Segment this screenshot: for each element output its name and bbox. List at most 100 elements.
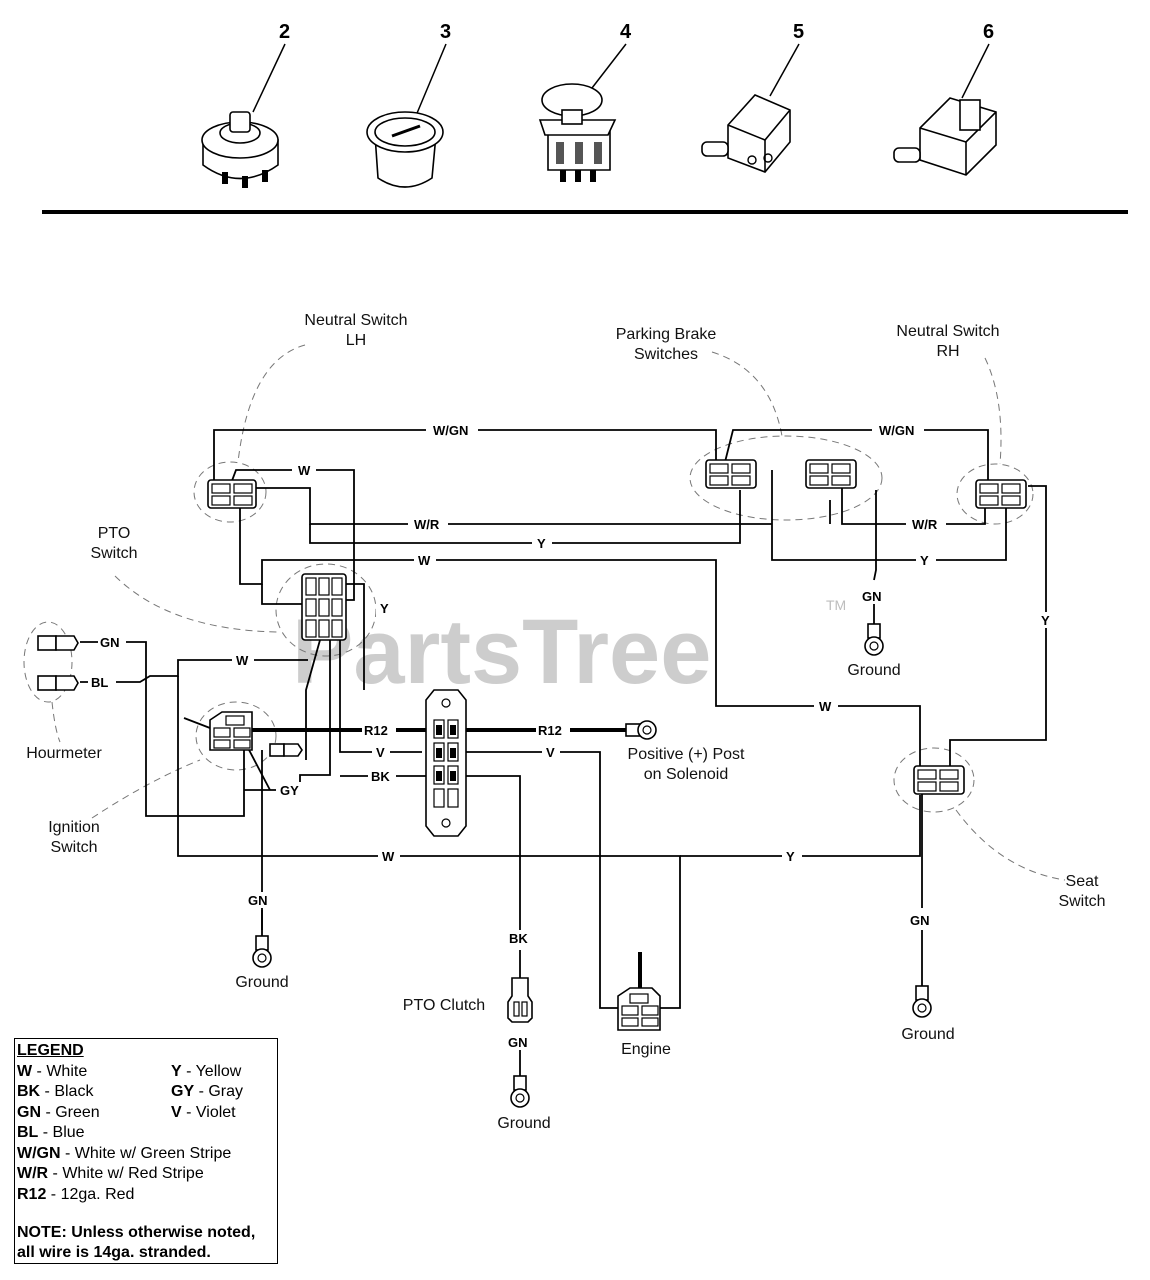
plunger-switch-icon: [701, 94, 791, 173]
part-2: 2: [201, 21, 290, 188]
callout-neutral-lh: [193, 461, 267, 523]
label-ground: Ground: [901, 1026, 954, 1043]
part-4: 4: [538, 21, 632, 182]
label-ignition-2: Switch: [50, 839, 97, 856]
label-positive-post: Positive (+) Post: [628, 746, 745, 763]
part-3-number: 3: [440, 21, 451, 43]
label-ignition: Ignition: [48, 819, 100, 836]
legend-code: BL: [17, 1124, 39, 1141]
wire-label-w: W: [298, 463, 311, 478]
callout-parking-brake: [689, 435, 883, 521]
wire-label-y: Y: [1041, 613, 1050, 628]
callout-neutral-rh: [956, 463, 1034, 525]
legend-desc: - Gray: [194, 1083, 244, 1100]
legend-desc: - Black: [40, 1083, 94, 1100]
wire-labels: W/GN W/GN W W/R W/R Y W Y Y Y GN GN BL W…: [88, 422, 1056, 1050]
connector-pto-switch: [301, 573, 347, 641]
legend-desc: - Yellow: [181, 1062, 242, 1080]
label-hourmeter: Hourmeter: [26, 745, 102, 762]
legend-note-line: all wire is 14ga. stranded.: [17, 1244, 211, 1261]
label-neutral-lh: Neutral Switch: [304, 312, 407, 329]
legend: LEGEND W - White Y - Yellow BK - Black G…: [14, 1038, 278, 1264]
label-ground: Ground: [235, 974, 288, 991]
connector-engine: [617, 987, 661, 1031]
wire-label-v: V: [376, 745, 385, 760]
part-5-number: 5: [793, 21, 804, 43]
legend-row: W/GN - White w/ Green Stripe: [17, 1144, 277, 1165]
legend-desc: - White: [32, 1062, 88, 1080]
legend-desc: - White w/ Red Stripe: [48, 1165, 204, 1182]
part-6: 6: [893, 21, 997, 176]
legend-desc: - White w/ Green Stripe: [60, 1144, 232, 1162]
part-2-number: 2: [279, 21, 290, 43]
label-neutral-rh-2: RH: [936, 343, 959, 360]
label-pto-switch-2: Switch: [90, 545, 137, 562]
label-seat-switch: Seat: [1066, 873, 1099, 890]
legend-code: V: [171, 1103, 182, 1121]
wire-label-wr: W/R: [912, 517, 938, 532]
wire-label-y: Y: [537, 536, 546, 551]
legend-row: BL - Blue: [17, 1123, 277, 1144]
wire-label-wr: W/R: [414, 517, 440, 532]
label-seat-switch-2: Switch: [1058, 893, 1105, 910]
wire-label-r12: R12: [538, 723, 562, 738]
wire-label-y: Y: [786, 849, 795, 864]
wire-label-wgn: W/GN: [879, 423, 914, 438]
wires: [80, 429, 1047, 1078]
legend-code: W/R: [17, 1165, 49, 1182]
label-pto-clutch: PTO Clutch: [403, 997, 485, 1014]
connector-pto-clutch: [507, 977, 533, 1023]
label-ground: Ground: [497, 1115, 550, 1132]
callout-hourmeter: [23, 621, 73, 703]
legend-desc: - Green: [41, 1103, 100, 1121]
wire-label-y: Y: [380, 601, 389, 616]
plunger-switch-icon: [893, 97, 997, 176]
wire-label-w: W: [382, 849, 395, 864]
wire-label-w: W: [236, 653, 249, 668]
wire-label-v: V: [546, 745, 555, 760]
wire-label-gn: GN: [910, 913, 930, 928]
legend-code: GN: [17, 1103, 41, 1121]
legend-code: BK: [17, 1083, 41, 1100]
label-parking-brake-2: Switches: [634, 346, 698, 363]
watermark-tm: TM: [826, 597, 846, 613]
key-switch-icon: [201, 111, 279, 188]
legend-note-line: NOTE: Unless otherwise noted,: [17, 1224, 256, 1241]
wire-label-gn: GN: [100, 635, 120, 650]
legend-desc: - Blue: [38, 1124, 85, 1141]
legend-desc: - 12ga. Red: [46, 1185, 135, 1203]
wire-label-w: W: [418, 553, 431, 568]
wire-label-gn: GN: [508, 1035, 528, 1050]
label-ground: Ground: [847, 662, 900, 679]
legend-code: GY: [171, 1083, 195, 1100]
part-3: 3: [366, 21, 451, 188]
label-pto-switch: PTO: [98, 525, 131, 542]
ground-terminal-parking: [864, 623, 884, 656]
legend-desc: - Violet: [181, 1103, 236, 1121]
part-4-number: 4: [620, 21, 632, 43]
wire-label-gy: GY: [280, 783, 299, 798]
wire-label-wgn: W/GN: [433, 423, 468, 438]
label-engine: Engine: [621, 1041, 671, 1058]
label-neutral-rh: Neutral Switch: [896, 323, 999, 340]
wire-label-gn: GN: [862, 589, 882, 604]
legend-row: R12 - 12ga. Red: [17, 1185, 277, 1206]
connector-neutral-rh: [975, 479, 1027, 509]
legend-code: Y: [171, 1062, 182, 1080]
wire-label-bk: BK: [509, 931, 528, 946]
part-5: 5: [701, 21, 804, 173]
legend-code: R12: [17, 1185, 47, 1203]
wire-label-gn: GN: [248, 893, 268, 908]
legend-title: LEGEND: [17, 1042, 84, 1059]
legend-row: GN - Green V - Violet: [17, 1103, 277, 1124]
wire-label-w: W: [819, 699, 832, 714]
ground-terminal-pto-clutch: [510, 1075, 530, 1108]
label-neutral-lh-2: LH: [346, 332, 366, 349]
legend-row: BK - Black GY - Gray: [17, 1082, 277, 1103]
wire-label-bk: BK: [371, 769, 390, 784]
connector-parking-brake-2: [805, 459, 857, 489]
connector-seat: [913, 765, 965, 795]
legend-row: W - White Y - Yellow: [17, 1062, 277, 1083]
wire-label-y: Y: [920, 553, 929, 568]
